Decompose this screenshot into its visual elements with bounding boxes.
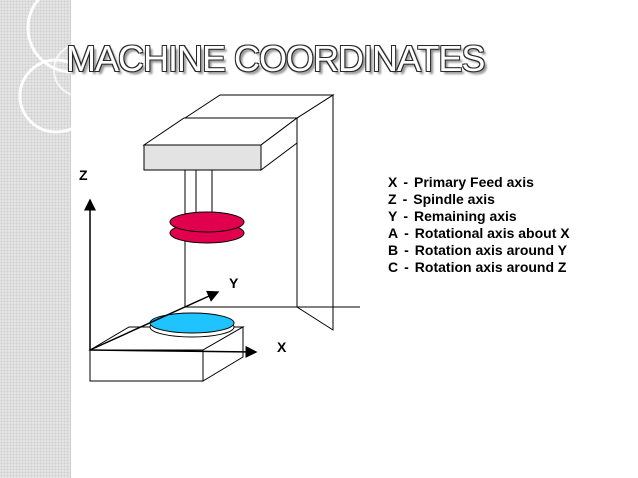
slide-title: MACHINE COORDINATES <box>66 38 485 79</box>
legend-description: Rotational axis about X <box>414 225 570 241</box>
legend-separator: - <box>402 191 408 207</box>
legend-item-z: Z-Spindle axis <box>388 191 570 208</box>
legend-axis: C <box>388 259 399 275</box>
slide-side-band <box>0 0 71 478</box>
spindle-head <box>142 117 299 171</box>
legend-axis: A <box>388 225 399 241</box>
legend-description: Rotation axis around Y <box>414 242 568 258</box>
legend-axis: Z <box>388 191 397 207</box>
y-axis-arrow <box>89 290 220 351</box>
legend-separator: - <box>403 174 409 190</box>
spindle-tool-disc <box>169 211 245 244</box>
machine-base <box>88 326 245 382</box>
legend-item-b: B-Rotation axis around Y <box>388 242 570 259</box>
legend-description: Rotation axis around Z <box>414 259 567 275</box>
legend-separator: - <box>403 208 409 224</box>
spindle-shaft <box>195 169 213 219</box>
z-axis-label: Z <box>79 167 88 183</box>
legend-axis: Y <box>388 208 398 224</box>
legend-item-a: A-Rotational axis about X <box>388 225 570 242</box>
legend-axis: X <box>388 174 398 190</box>
legend-separator: - <box>404 259 409 275</box>
legend-description: Spindle axis <box>413 191 495 207</box>
x-axis-label: X <box>277 339 287 355</box>
axis-legend: X-Primary Feed axis Z-Spindle axis Y-Rem… <box>388 174 570 276</box>
legend-item-x: X-Primary Feed axis <box>388 174 570 191</box>
y-axis-label: Y <box>229 275 239 291</box>
legend-item-y: Y-Remaining axis <box>388 208 570 225</box>
legend-item-c: C-Rotation axis around Z <box>388 259 570 276</box>
x-axis-arrow <box>89 345 258 358</box>
legend-axis: B <box>388 242 399 258</box>
legend-separator: - <box>404 242 409 258</box>
legend-description: Primary Feed axis <box>414 174 534 190</box>
legend-separator: - <box>404 225 409 241</box>
legend-description: Remaining axis <box>414 208 517 224</box>
decorative-circles <box>18 0 118 134</box>
